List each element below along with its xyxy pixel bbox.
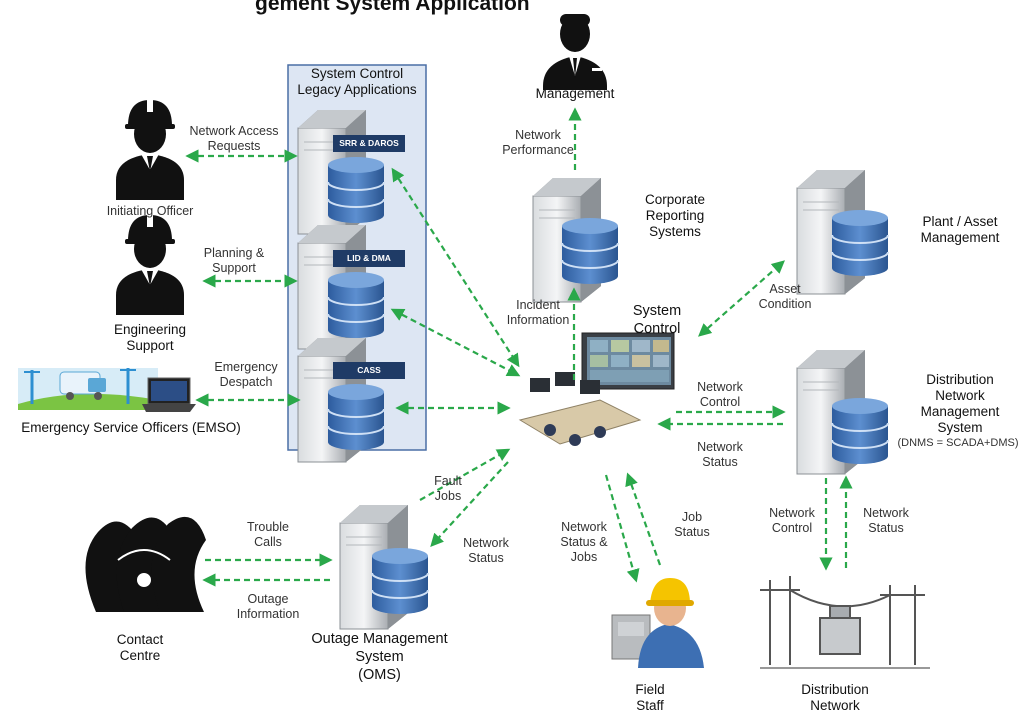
label-asset-condition: Asset Condition [758, 282, 812, 311]
management-icon [543, 14, 607, 90]
distribution-network-icon [760, 576, 930, 669]
label-contact-centre: Contact Centre [116, 632, 164, 663]
server-corporate-reporting [532, 177, 619, 303]
server-lid-dma [297, 224, 405, 350]
engineering-support-icon [116, 213, 184, 315]
label-dnms: Distribution Network Management System [920, 372, 1000, 435]
app-label-lid: LID & DMA [347, 253, 391, 263]
control-room-icon [518, 332, 675, 446]
label-incident-information: Incident Information [506, 298, 570, 327]
field-staff-icon [611, 578, 704, 668]
arrow-network-status-jobs [604, 474, 640, 583]
label-management: Management [535, 86, 615, 101]
legacy-panel-title: System Control Legacy Applications [297, 66, 417, 97]
label-field-staff: Field Staff [635, 682, 665, 713]
arrow-job-status [625, 472, 662, 566]
server-oms [339, 504, 429, 630]
label-system-control: System Control [632, 303, 682, 337]
label-engineering-support: Engineering Support [113, 322, 187, 353]
server-plant-asset [796, 169, 889, 295]
initiating-officer-icon [116, 98, 184, 200]
server-srr-daros [297, 109, 405, 235]
label-plant-asset: Plant / Asset Management [920, 214, 1000, 245]
contact-centre-icon [85, 516, 206, 612]
app-label-cass: CASS [357, 365, 381, 375]
label-emergency-despatch: Emergency Despatch [214, 360, 278, 389]
label-distribution-network: Distribution Network [801, 682, 869, 713]
server-dnms [796, 349, 889, 475]
label-fault-jobs: Fault Jobs [434, 474, 462, 503]
label-job-status: Job Status [674, 510, 710, 539]
label-planning-support: Planning & Support [203, 246, 265, 275]
label-network-status-dist: Network Status [863, 506, 909, 535]
label-initiating-officer: Initiating Officer [106, 204, 194, 218]
label-network-status-oms: Network Status [463, 536, 509, 565]
label-trouble-calls: Trouble Calls [247, 520, 289, 549]
label-network-status-jobs: Network Status & Jobs [560, 520, 608, 564]
arrow-network-status-oms [430, 461, 509, 547]
diagram-title: gement System Application [255, 0, 530, 15]
label-network-status-dnms: Network Status [697, 440, 743, 469]
server-cass [297, 337, 405, 463]
label-network-performance: Network Performance [502, 128, 574, 157]
label-network-control-dist: Network Control [769, 506, 815, 535]
emso-scene-icon [18, 368, 196, 412]
label-corporate-reporting: Corporate Reporting Systems [644, 192, 706, 239]
arrow-fault-jobs [419, 448, 511, 501]
label-network-access: Network Access Requests [189, 124, 279, 153]
flow-arrows [185, 107, 853, 587]
label-emso: Emergency Service Officers (EMSO) [21, 420, 241, 435]
label-dnms-sub: (DNMS = SCADA+DMS) [897, 437, 1019, 449]
arrow-lid-control [390, 308, 521, 377]
arrow-asset-condition [698, 260, 785, 337]
app-label-srr: SRR & DAROS [339, 138, 399, 148]
label-network-control-dnms: Network Control [697, 380, 743, 409]
label-outage-information: Outage Information [236, 592, 300, 621]
label-oms: Outage Management System (OMS) [311, 631, 448, 683]
